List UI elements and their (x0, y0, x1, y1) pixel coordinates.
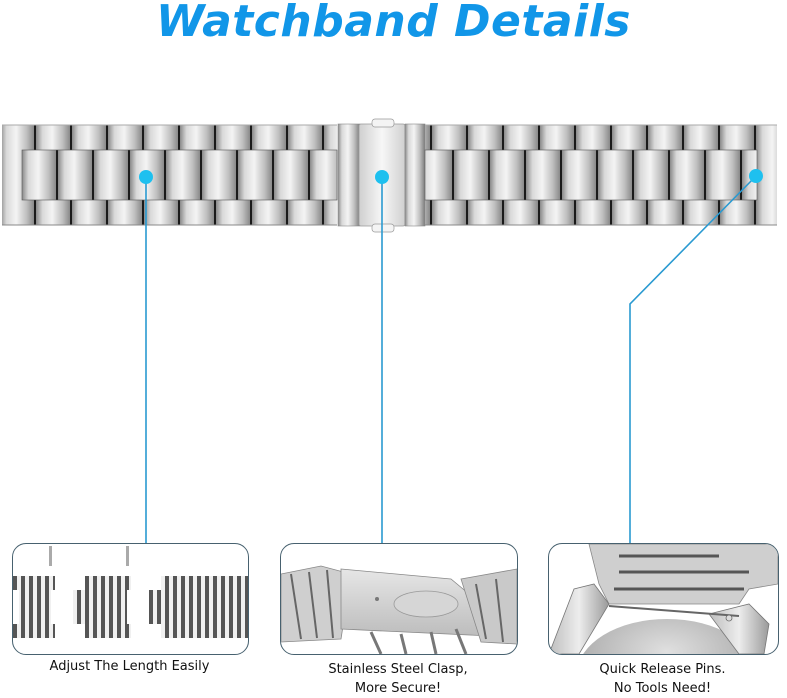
feature-caption-quick-release: Quick Release Pins. No Tools Need! (548, 660, 777, 698)
page-title: Watchband Details (156, 0, 631, 47)
feature-panel-clasp (280, 543, 518, 655)
feature-caption-adjust-length: Adjust The Length Easily (12, 657, 247, 676)
callout-line-pins (629, 175, 757, 545)
feature-caption-clasp: Stainless Steel Clasp, More Secure! (280, 660, 516, 698)
caption-line: No Tools Need! (613, 681, 712, 696)
callout-dot-adjust (139, 170, 153, 184)
callout-dot-clasp (375, 170, 389, 184)
clasp-photo-icon (281, 565, 517, 654)
caption-line: Quick Release Pins. (599, 662, 726, 677)
band-right (424, 124, 777, 226)
link-adjust-diagram-icon (13, 546, 248, 638)
caption-line: Stainless Steel Clasp, (328, 662, 468, 677)
quick-release-pin-photo-icon (549, 544, 778, 654)
feature-panel-adjust-length (12, 543, 249, 655)
caption-line: More Secure! (354, 681, 442, 696)
callout-lines (145, 175, 757, 545)
caption-line: Adjust The Length Easily (49, 659, 210, 674)
feature-panel-quick-release (548, 543, 779, 655)
band-left (2, 124, 338, 226)
callout-dot-pins (749, 169, 763, 183)
